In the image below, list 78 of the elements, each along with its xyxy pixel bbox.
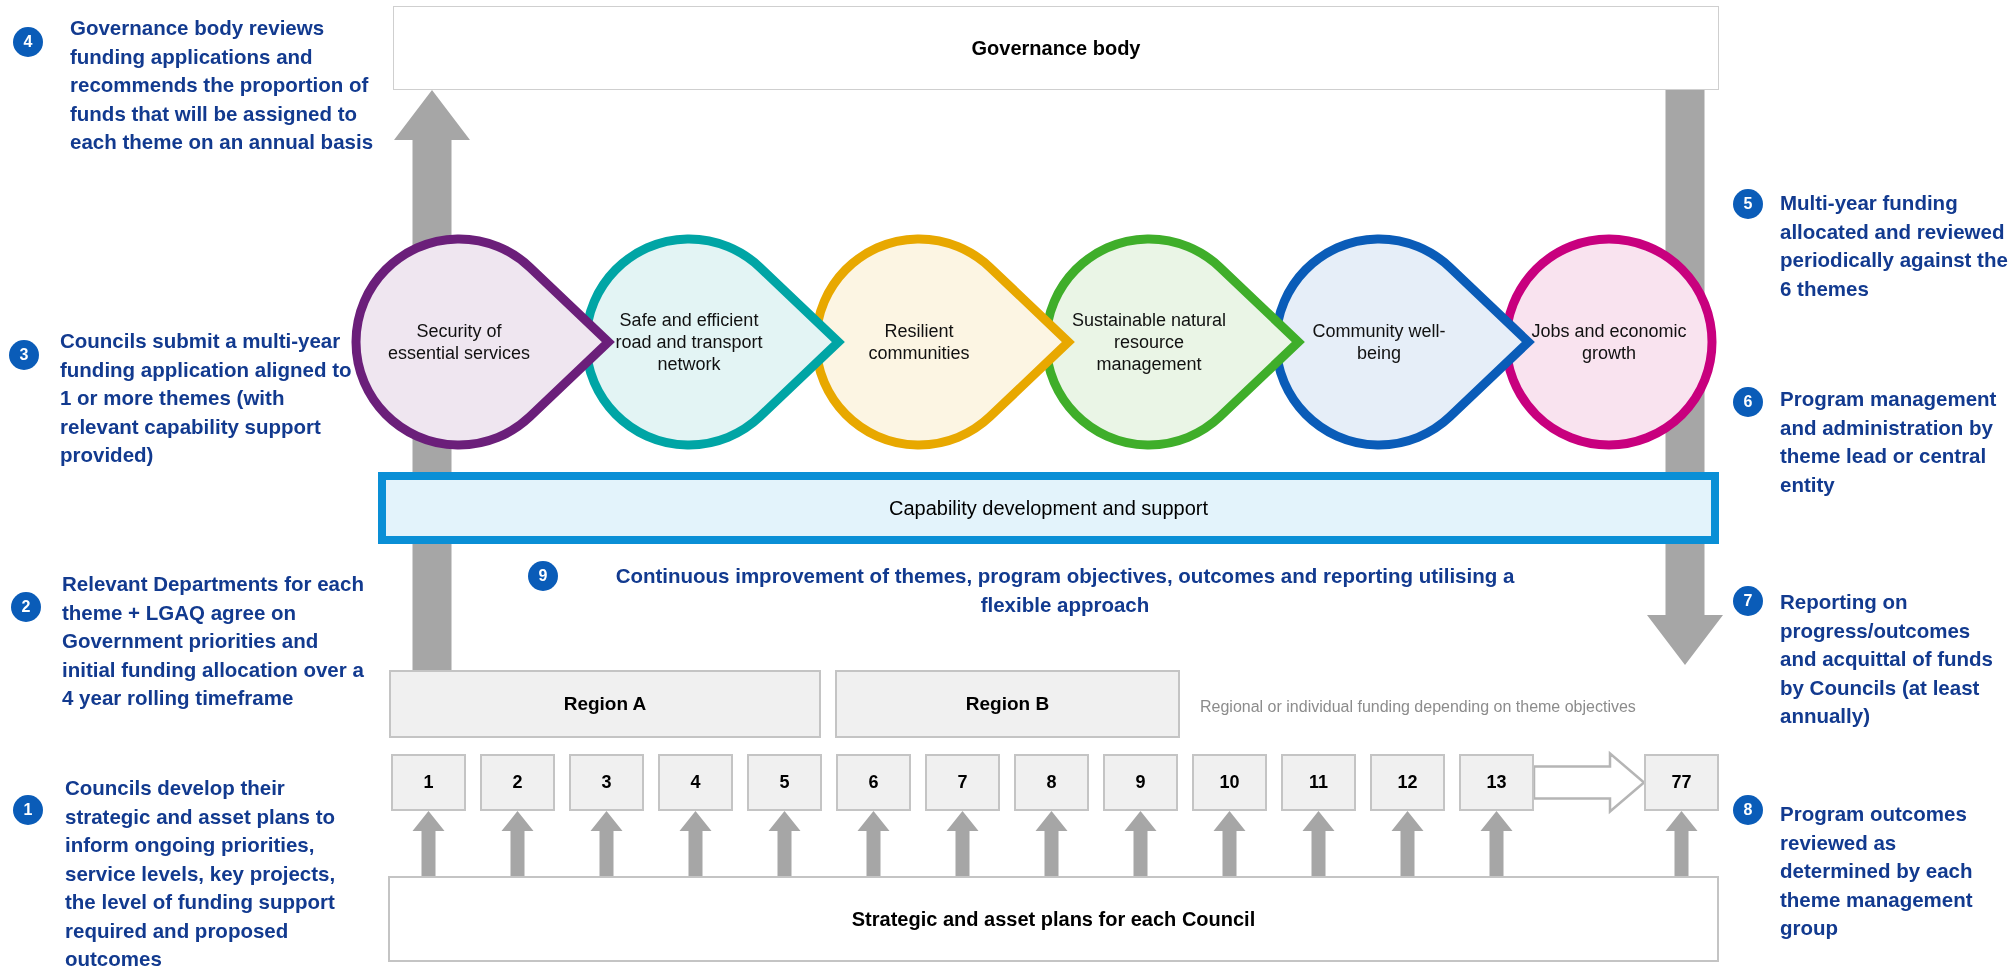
up-arrow [1302, 811, 1335, 876]
council-number: 77 [1671, 772, 1692, 793]
funding-note: Regional or individual funding depending on theme objectives [1200, 698, 1636, 716]
step-number-badge: 7 [1733, 586, 1763, 616]
step-number-badge: 2 [11, 592, 41, 622]
governance-box [393, 6, 1719, 90]
council-box [925, 754, 1000, 811]
step-description: Governance body reviews funding applications and recommends the proportion of funds that will be assigned to each theme on an annual basis [70, 15, 375, 155]
council-box [836, 754, 911, 811]
council-number: 10 [1219, 772, 1240, 793]
up-arrow [590, 811, 623, 876]
up-arrow [1035, 811, 1068, 876]
theme-label: Safe and efficient road and transport network [614, 309, 764, 376]
council-number: 6 [868, 772, 879, 793]
step-number-badge: 3 [9, 340, 39, 370]
step-number-badge: 6 [1733, 387, 1763, 417]
step-number-badge: 9 [528, 561, 558, 591]
council-box [1014, 754, 1089, 811]
council-number: 4 [690, 772, 701, 793]
council-box [1281, 754, 1356, 811]
up-arrow [679, 811, 712, 876]
up-arrow [1665, 811, 1698, 876]
step-number-badge: 8 [1733, 795, 1763, 825]
step-description: Councils develop their strategic and asset plans to inform ongoing priorities, service levels, key projects, the level of funding support required and proposed outcomes [65, 775, 337, 972]
council-number: 5 [779, 772, 790, 793]
step-description: Program outcomes reviewed as determined by each theme management group [1780, 801, 1974, 941]
council-box [1370, 754, 1445, 811]
up-arrow [857, 811, 890, 876]
region-label: Region B [965, 693, 1050, 715]
council-number: 7 [957, 772, 968, 793]
step-number-badge: 4 [13, 27, 43, 57]
council-box [569, 754, 644, 811]
capability-bar [378, 472, 1719, 544]
theme-label: Jobs and economic growth [1531, 320, 1687, 365]
plans-box [388, 876, 1719, 962]
theme-label: Resilient communities [867, 320, 971, 365]
step-description: Program management and administration by theme lead or central entity [1780, 386, 1998, 498]
council-number: 2 [512, 772, 523, 793]
hollow-arrow [1532, 750, 1646, 815]
step-description: Relevant Departments for each theme + LGAQ agree on Government priorities and initial funding allocation over a 4 year rolling timeframe [62, 571, 365, 711]
council-number: 9 [1135, 772, 1146, 793]
council-box [480, 754, 555, 811]
council-number: 8 [1046, 772, 1057, 793]
region-box [835, 670, 1180, 738]
theme-label: Sustainable natural resource management [1071, 309, 1227, 376]
council-box [658, 754, 733, 811]
up-arrow [946, 811, 979, 876]
council-number: 3 [601, 772, 612, 793]
box-title: Governance body [971, 36, 1141, 60]
council-box [1192, 754, 1267, 811]
step-number-badge: 1 [13, 795, 43, 825]
step-description: Reporting on progress/outcomes and acquittal of funds by Councils (at least annually) [1780, 589, 1994, 729]
council-box [1459, 754, 1534, 811]
up-arrow [1124, 811, 1157, 876]
council-number: 1 [423, 772, 434, 793]
up-arrow [1213, 811, 1246, 876]
council-number: 11 [1309, 772, 1328, 793]
bar-label: Capability development and support [888, 496, 1209, 520]
up-arrow [412, 811, 445, 876]
up-arrow [501, 811, 534, 876]
step-description: Continuous improvement of themes, program objectives, outcomes and reporting utilising a flexible approach [614, 563, 1516, 618]
up-arrow [768, 811, 801, 876]
council-box [1644, 754, 1719, 811]
up-arrow [1480, 811, 1513, 876]
region-box [389, 670, 821, 738]
step-description: Multi-year funding allocated and reviewed periodically against the 6 themes [1780, 190, 2009, 302]
step-description: Councils submit a multi-year funding application aligned to 1 or more themes (with relevant capability support provided) [60, 328, 353, 468]
council-box [391, 754, 466, 811]
region-label: Region A [563, 693, 647, 715]
council-number: 12 [1397, 772, 1418, 793]
council-box [1103, 754, 1178, 811]
step-number-badge: 5 [1733, 189, 1763, 219]
theme-label: Community well-being [1311, 320, 1447, 365]
box-title: Strategic and asset plans for each Council [851, 907, 1256, 931]
council-number: 13 [1486, 772, 1507, 793]
theme-label: Security of essential services [386, 320, 532, 365]
council-box [747, 754, 822, 811]
up-arrow [1391, 811, 1424, 876]
